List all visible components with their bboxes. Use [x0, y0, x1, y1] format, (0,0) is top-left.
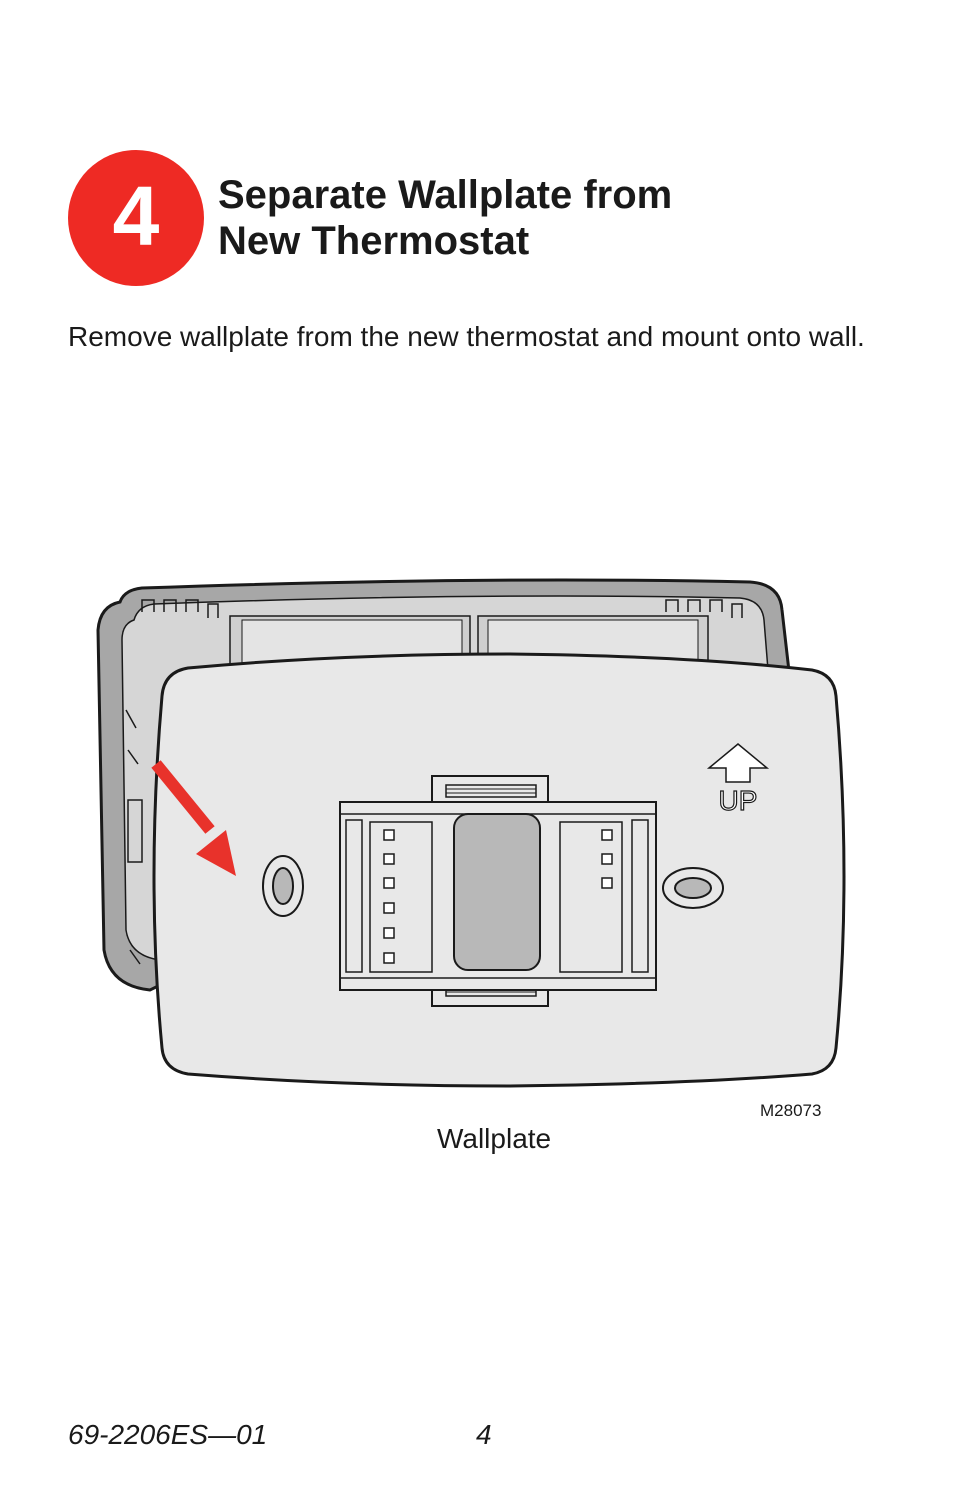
- step-number-badge: 4: [68, 150, 204, 286]
- instruction-text: Remove wallplate from the new thermostat…: [68, 321, 865, 352]
- up-arrow-icon: [706, 743, 770, 783]
- figure-caption: Wallplate: [437, 1123, 552, 1154]
- wallplate-figure: UP: [90, 570, 870, 1130]
- red-arrow-icon: [151, 760, 236, 876]
- up-label: UP: [719, 785, 758, 816]
- page-number: 4: [476, 1419, 492, 1450]
- figure-code: M28073: [760, 1101, 822, 1120]
- step-number: 4: [112, 169, 160, 263]
- wallplate-illustration: [152, 652, 846, 1088]
- document-number: 69-2206ES—01: [68, 1419, 268, 1450]
- section-title: Separate Wallplate from New Thermostat: [218, 173, 673, 263]
